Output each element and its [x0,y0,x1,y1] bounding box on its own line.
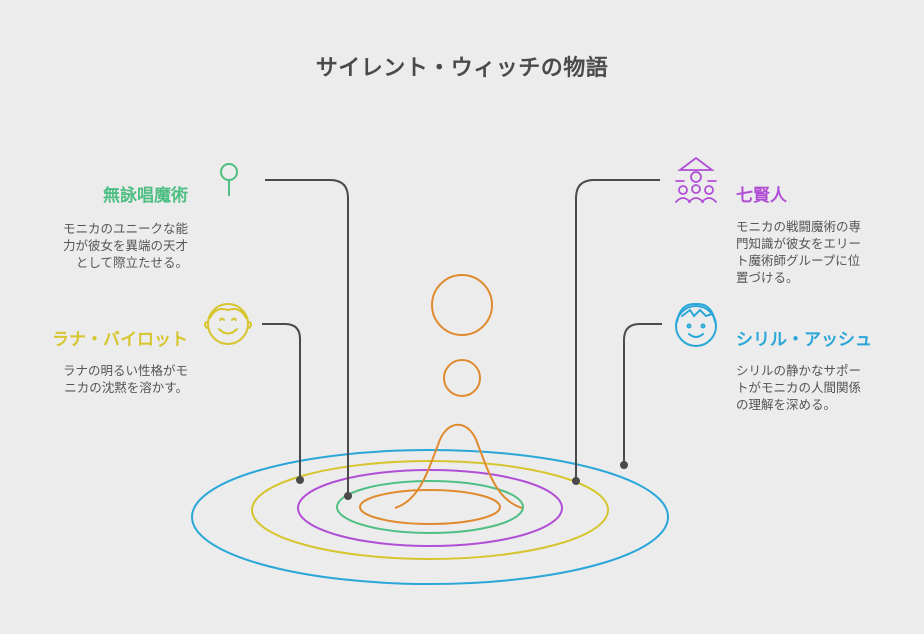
heading-lana: ラナ・バイロット [52,330,188,350]
connector-cyril [623,323,662,465]
connector-lana [262,323,301,480]
group-icon [675,156,717,203]
connector-dot-lana [296,476,304,484]
splash-peak [394,424,523,509]
connector-dot-seven-sages [572,477,580,485]
droplet-large [431,274,493,336]
connector-dot-silent-casting [344,492,352,500]
ring-purple [297,469,563,547]
ring-orange [359,489,501,525]
desc-lana: ラナの明るい性格がモ ニカの沈黙を溶かす。 [62,363,188,395]
connector-silent-casting [265,179,349,496]
heading-silent-casting: 無詠唱魔術 [103,186,188,206]
smiling-face-icon [204,303,252,345]
page-title: サイレント・ウィッチの物語 [315,56,609,81]
heading-cyril: シリル・アッシュ [736,330,872,350]
connector-seven-sages [575,179,660,481]
desc-cyril: シリルの静かなサポー トがモニカの人間関係 の理解を深める。 [736,363,862,412]
ring-green [336,480,524,534]
map-pin-icon [220,163,238,196]
desc-seven-sages: モニカの戦闘魔術の専 門知識が彼女をエリー ト魔術師グループに位 置づける。 [736,219,862,285]
droplet-small [443,359,481,397]
ring-blue [191,449,669,585]
desc-silent-casting: モニカのユニークな能 力が彼女を異端の天才 として際立たせる。 [62,221,188,270]
boy-face-icon [675,302,717,347]
ring-yellow [251,460,609,560]
connector-dot-cyril [620,461,628,469]
heading-seven-sages: 七賢人 [736,186,787,206]
